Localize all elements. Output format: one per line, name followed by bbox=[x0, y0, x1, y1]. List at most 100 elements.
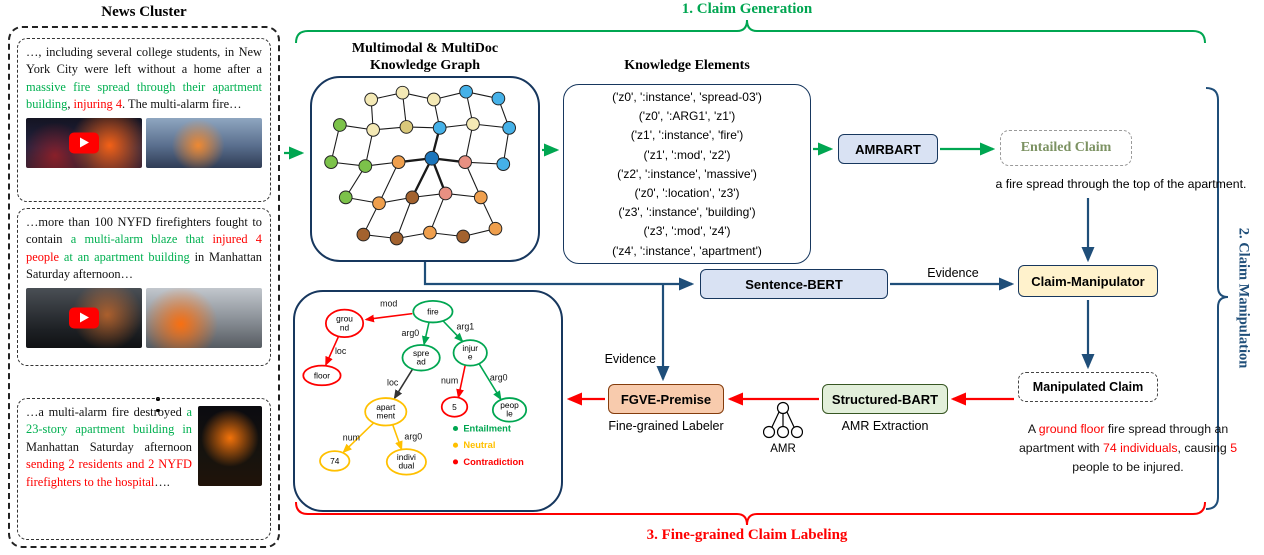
manipulated-claim-line: A ground floor fire spread through an bbox=[992, 420, 1264, 439]
fgve-premise-caption: Fine-grained Labeler bbox=[608, 419, 724, 433]
svg-text:floor: floor bbox=[314, 370, 330, 380]
legend-label-entailment: Entailment bbox=[463, 423, 511, 433]
edge-label: num bbox=[343, 432, 360, 442]
amr-node-floor: floor bbox=[302, 364, 342, 387]
news-text-segment: injured 4 people bbox=[26, 232, 262, 264]
entailed-claim-text: a fire spread through the top of the apa… bbox=[995, 177, 1247, 191]
news-text-segment: …, including several college students, i… bbox=[26, 45, 262, 77]
news-text-segment: …more than 100 NYFD firefighters fought … bbox=[26, 215, 262, 247]
claim-text-segment: A bbox=[1027, 422, 1039, 436]
news-photo-firefighters bbox=[26, 287, 142, 348]
claim-text-segment: apartment with bbox=[1018, 441, 1104, 455]
manipulated-claim-box: Manipulated Claim bbox=[1018, 372, 1158, 402]
knowledge-triple: ('z2', ':instance', 'massive') bbox=[617, 166, 757, 181]
legend-label-neutral: Neutral bbox=[463, 440, 495, 450]
structured-bart-box: Structured-BART bbox=[822, 384, 948, 414]
news-cluster-title: News Cluster bbox=[101, 4, 187, 20]
knowledge-triple: ('z4', ':instance', 'apartment') bbox=[612, 243, 762, 258]
amr-nodes: fire grou nd floor spre ad bbox=[302, 299, 528, 476]
amr-node-fire: fire bbox=[412, 299, 454, 324]
svg-text:spre: spre bbox=[413, 348, 430, 358]
edge-label: arg1 bbox=[456, 321, 474, 331]
claim-text-segment: 5 bbox=[1230, 441, 1238, 455]
youtube-play-icon bbox=[69, 132, 99, 154]
knowledge-triple: ('z0', ':instance', 'spread-03') bbox=[612, 90, 762, 104]
amr-node-people: peop le bbox=[491, 397, 528, 423]
edge-label: loc bbox=[387, 377, 399, 387]
news-text-segment: , bbox=[67, 97, 74, 112]
edge-label: arg0 bbox=[404, 431, 422, 441]
svg-text:injur: injur bbox=[462, 343, 478, 353]
youtube-play-icon bbox=[69, 307, 99, 329]
knowledge-elements-title: Knowledge Elements bbox=[624, 58, 750, 73]
manipulated-claim-line: apartment with 74 individuals, causing 5 bbox=[992, 439, 1264, 458]
svg-text:dual: dual bbox=[399, 461, 415, 471]
svg-text:ad: ad bbox=[416, 357, 426, 367]
knowledge-graph-box bbox=[310, 76, 540, 262]
amr-node-74: 74 bbox=[319, 450, 351, 472]
amr-node-individual: indivi dual bbox=[385, 448, 427, 476]
legend-bullet-contradiction bbox=[452, 459, 459, 465]
manipulated-claim-line: people to be injured. bbox=[992, 458, 1264, 477]
svg-text:ment: ment bbox=[377, 411, 396, 421]
news-text-segment: sending 2 residents and 2 NYFD firefight… bbox=[26, 457, 192, 489]
edge-label: loc bbox=[335, 346, 347, 356]
knowledge-triple: ('z3', ':mod', 'z4') bbox=[643, 224, 731, 239]
amrbart-box: AMRBART bbox=[838, 134, 938, 164]
claim-text-segment: , causing bbox=[1177, 441, 1231, 455]
knowledge-graph-title: Multimodal & MultiDoc Knowledge Graph bbox=[306, 40, 544, 74]
legend-label-contradiction: Contradiction bbox=[463, 457, 524, 467]
edge-label: arg0 bbox=[401, 328, 419, 338]
svg-text:5: 5 bbox=[452, 402, 457, 412]
stage-3-label: 3. Fine-grained Claim Labeling bbox=[646, 527, 848, 543]
amr-legend: Entailment Neutral Contradiction bbox=[452, 423, 524, 467]
news-snippet-1-photos bbox=[26, 117, 262, 168]
kg-title-line2: Knowledge Graph bbox=[369, 58, 481, 73]
entailed-claim-box: Entailed Claim bbox=[1000, 130, 1132, 166]
manipulated-claim-text: A ground floor fire spread through an ap… bbox=[992, 420, 1264, 477]
svg-text:nd: nd bbox=[340, 322, 350, 332]
news-text-segment: a multi-alarm blaze that bbox=[70, 232, 213, 247]
amr-node-injure: injur e bbox=[452, 339, 488, 367]
claim-text-segment: fire spread through an bbox=[1104, 422, 1229, 436]
structured-bart-caption: AMR Extraction bbox=[841, 419, 929, 433]
news-cluster-panel: …, including several college students, i… bbox=[8, 26, 280, 548]
svg-text:74: 74 bbox=[330, 456, 340, 466]
amr-graph-box: mod loc arg0 arg1 loc num arg0 num arg0 … bbox=[293, 290, 563, 512]
legend-bullet-entailment bbox=[452, 425, 459, 432]
knowledge-elements-box: ('z0', ':instance', 'spread-03') ('z0', … bbox=[563, 84, 811, 264]
news-photo-fire-trucks bbox=[26, 117, 142, 168]
evidence-label-bottom: Evidence bbox=[604, 352, 656, 366]
news-text-segment: at an apartment building bbox=[63, 249, 195, 264]
edge-label: mod bbox=[380, 299, 397, 309]
news-snippet-2-text: …more than 100 NYFD firefighters fought … bbox=[26, 214, 262, 284]
amr-node-apartment: apart ment bbox=[364, 397, 408, 427]
news-photo-burning-tower bbox=[198, 406, 262, 486]
amr-icon-label: AMR bbox=[770, 443, 796, 455]
news-text-segment: …. bbox=[154, 474, 170, 489]
news-snippet-3: …a multi-alarm fire destroyed a 23-story… bbox=[17, 398, 271, 540]
play-triangle-icon bbox=[79, 312, 89, 323]
claim-text-segment: people to be injured. bbox=[1072, 460, 1184, 474]
amr-node-ground: grou nd bbox=[324, 308, 365, 339]
news-text-segment: in Manhattan Saturday afternoon… bbox=[26, 249, 262, 282]
knowledge-triple: ('z3', ':instance', 'building') bbox=[618, 205, 756, 220]
news-snippet-1-text: …, including several college students, i… bbox=[26, 44, 262, 114]
news-snippet-2-photos bbox=[26, 287, 262, 348]
news-snippet-2: …more than 100 NYFD firefighters fought … bbox=[17, 208, 271, 366]
amr-graph: mod loc arg0 arg1 loc num arg0 num arg0 … bbox=[302, 299, 528, 476]
stage-2-label: 2. Claim Manipulation bbox=[1235, 227, 1252, 369]
svg-text:indivi: indivi bbox=[397, 452, 416, 462]
news-snippet-1: …, including several college students, i… bbox=[17, 38, 271, 202]
amr-node-spread: spre ad bbox=[401, 344, 441, 372]
claim-manipulator-box: Claim-Manipulator bbox=[1018, 265, 1158, 297]
news-text-segment: a 23-story apartment building in bbox=[26, 405, 192, 437]
sentence-bert-box: Sentence-BERT bbox=[700, 269, 888, 299]
news-text-segment: injuring 4 bbox=[73, 97, 123, 112]
svg-text:apart: apart bbox=[376, 402, 396, 412]
knowledge-triple: ('z1', ':mod', 'z2') bbox=[643, 147, 731, 162]
claim-text-segment: 74 individuals bbox=[1103, 441, 1178, 455]
news-photo-building-crane bbox=[146, 117, 262, 168]
edge-label: num bbox=[441, 375, 458, 385]
